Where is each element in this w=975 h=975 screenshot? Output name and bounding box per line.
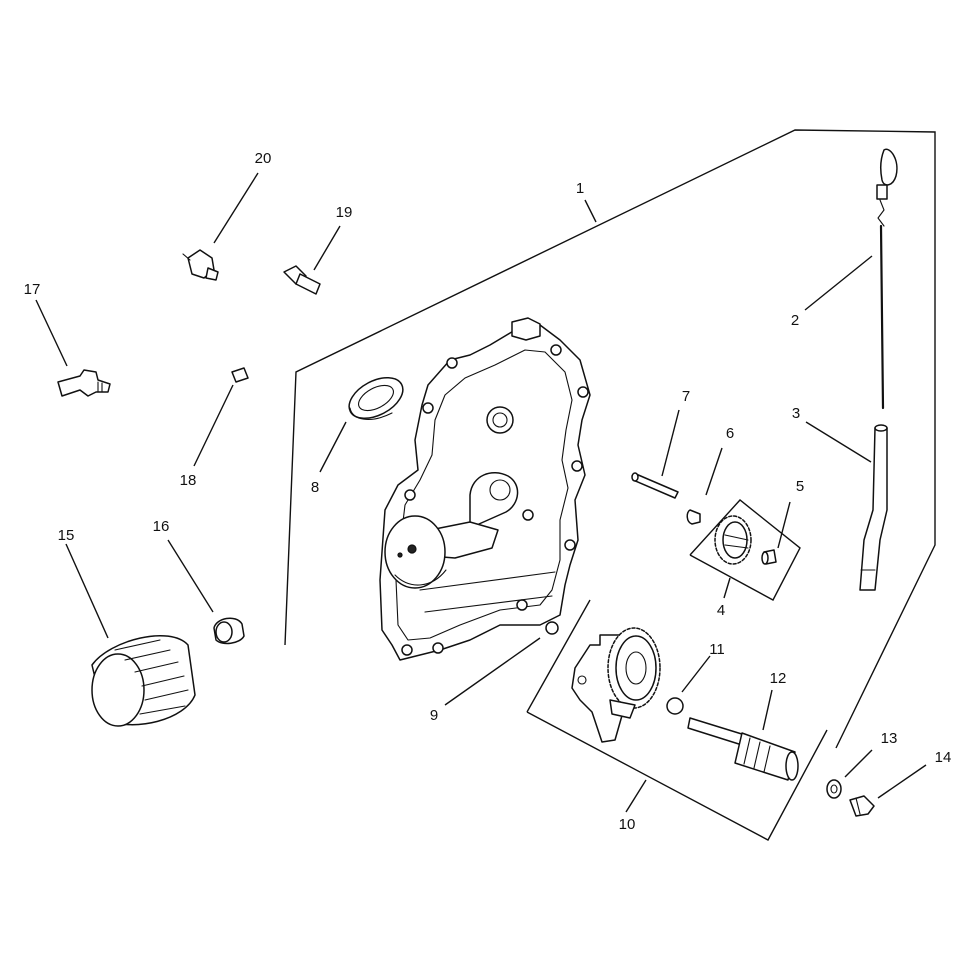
callout-9: 9 [430,707,438,724]
clip [686,509,701,525]
pin [631,472,679,499]
callout-6: 6 [726,425,734,442]
oil-seal [348,376,404,420]
callout-1: 1 [576,180,584,197]
dipstick [876,148,898,410]
oil-pickup [687,717,799,781]
callout-10: 10 [619,816,636,833]
callout-15: 15 [58,527,75,544]
pipe-plug [231,367,249,383]
governor-assembly-outline [689,499,801,601]
shoulder-bolt [761,549,777,565]
assembly-1-outline [284,129,936,749]
callout-17: 17 [24,281,41,298]
callout-8: 8 [311,479,319,496]
callout-2: 2 [791,312,799,329]
callout-11: 11 [709,641,725,658]
callout-labels: 1 2 3 4 5 6 7 8 9 10 11 12 13 14 15 16 1… [24,150,952,833]
filter-adapter [213,617,245,645]
screw [283,265,321,295]
callout-12: 12 [770,670,787,687]
callout-19: 19 [336,204,353,221]
drain-plug [849,795,875,817]
o-ring [666,697,684,715]
callout-14: 14 [935,749,952,766]
callout-3: 3 [792,405,800,422]
callout-4: 4 [717,602,725,619]
oil-pump [571,627,661,743]
dipstick-tube [859,424,888,591]
pressure-switch [182,249,219,281]
elbow-fitting [57,369,111,397]
callout-20: 20 [255,150,272,167]
crankcase-cover [379,317,591,661]
governor-gear [714,515,752,565]
leader-lines [35,172,927,813]
oil-pump-assembly-outline [526,599,828,841]
callout-16: 16 [153,518,170,535]
callout-5: 5 [796,478,804,495]
washer [826,779,842,799]
callout-18: 18 [180,472,197,489]
callout-7: 7 [682,388,690,405]
oil-filter [91,635,196,727]
o-ring-small [545,621,559,635]
callout-13: 13 [881,730,898,747]
